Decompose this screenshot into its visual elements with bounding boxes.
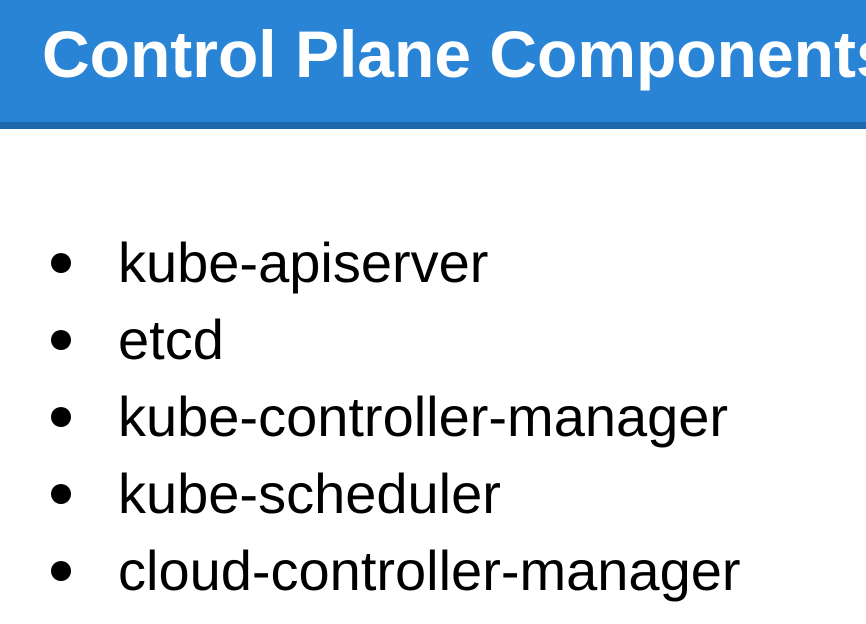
slide-title: Control Plane Components	[42, 17, 866, 91]
bullet-icon	[51, 253, 71, 273]
bullet-icon	[51, 561, 71, 581]
bullet-icon	[51, 484, 71, 504]
bullet-text: kube-scheduler	[118, 462, 501, 525]
bullet-icon	[51, 407, 71, 427]
bullet-text: etcd	[118, 308, 224, 371]
bullet-icon	[51, 330, 71, 350]
title-divider	[0, 122, 866, 129]
bullet-text: cloud-controller-manager	[118, 539, 741, 602]
bullet-text: kube-apiserver	[118, 231, 489, 294]
bullet-text: kube-controller-manager	[118, 385, 729, 448]
title-bar: Control Plane Components	[0, 0, 866, 122]
